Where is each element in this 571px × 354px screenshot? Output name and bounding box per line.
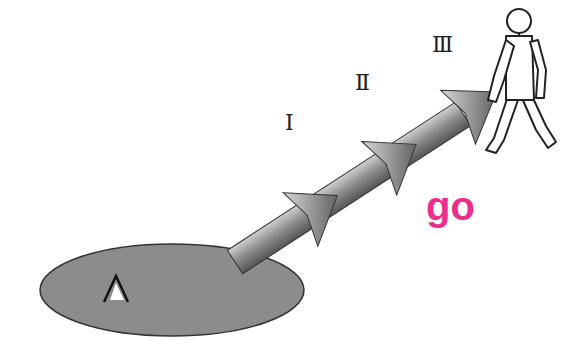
action-word: go [426,186,475,226]
walking-person [486,9,556,153]
progress-arrow [218,65,515,289]
stage-number: Ⅲ [432,34,453,56]
tent-symbol [104,276,128,302]
stage-number: Ⅰ [285,112,294,134]
stage-number: Ⅱ [355,72,370,94]
